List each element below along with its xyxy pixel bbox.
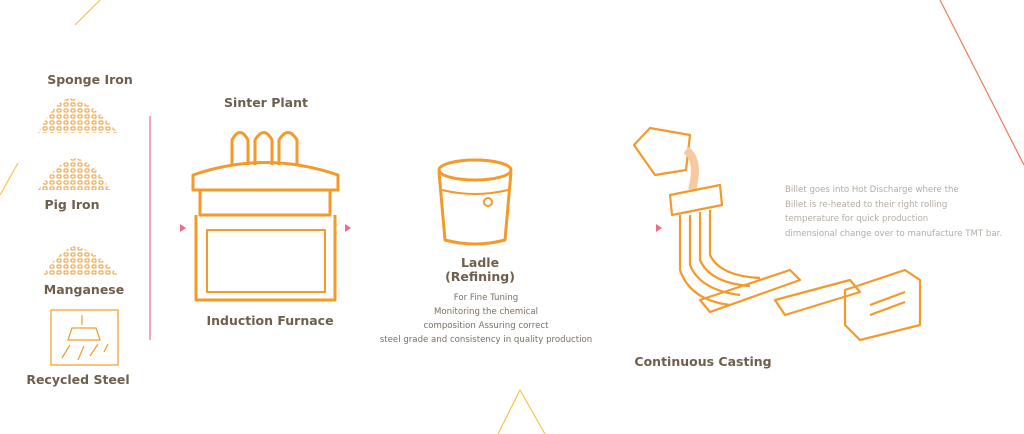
recycled-steel-icon	[50, 309, 119, 366]
decor-line	[74, 0, 101, 26]
desc-line: steel grade and consistency in quality p…	[379, 335, 593, 345]
desc-line: dimensional change over to manufacture T…	[785, 228, 1003, 239]
input-label-sponge-iron: Sponge Iron	[47, 72, 133, 87]
input-label-pig-iron: Pig Iron	[44, 197, 100, 212]
decor-line	[0, 162, 19, 196]
desc-line: composition Assuring correct	[423, 321, 549, 331]
ladle-icon	[437, 158, 513, 246]
decor-line	[939, 0, 1024, 166]
sinter-plant-label: Sinter Plant	[224, 95, 308, 110]
casting-description: Billet goes into Hot Discharge where the…	[785, 183, 1002, 241]
input-connectors	[108, 115, 150, 341]
desc-line: Billet goes into Hot Discharge where the	[785, 185, 959, 195]
pig-iron-pile	[38, 158, 110, 190]
ladle-subtitle: (Refining)	[445, 269, 515, 284]
input-label-recycled-steel: Recycled Steel	[26, 372, 130, 387]
ladle-description: For Fine Tuning Monitoring the chemical …	[380, 291, 592, 347]
input-label-manganese: Manganese	[43, 282, 125, 297]
induction-furnace-icon	[191, 131, 340, 302]
induction-furnace-label: Induction Furnace	[206, 313, 334, 328]
sponge-iron-pile	[38, 98, 118, 133]
decor-triangle	[497, 388, 546, 434]
desc-line: Billet is re-heated to their right rolli…	[785, 199, 948, 210]
ladle-title: Ladle	[460, 255, 500, 270]
desc-line: Monitoring the chemical	[433, 307, 539, 317]
continuous-casting-label: Continuous Casting	[634, 354, 772, 369]
desc-line: For Fine Tuning	[453, 293, 519, 303]
continuous-casting-icon	[632, 126, 922, 342]
desc-line: temperature for quick production	[785, 214, 929, 224]
manganese-pile	[43, 246, 118, 275]
